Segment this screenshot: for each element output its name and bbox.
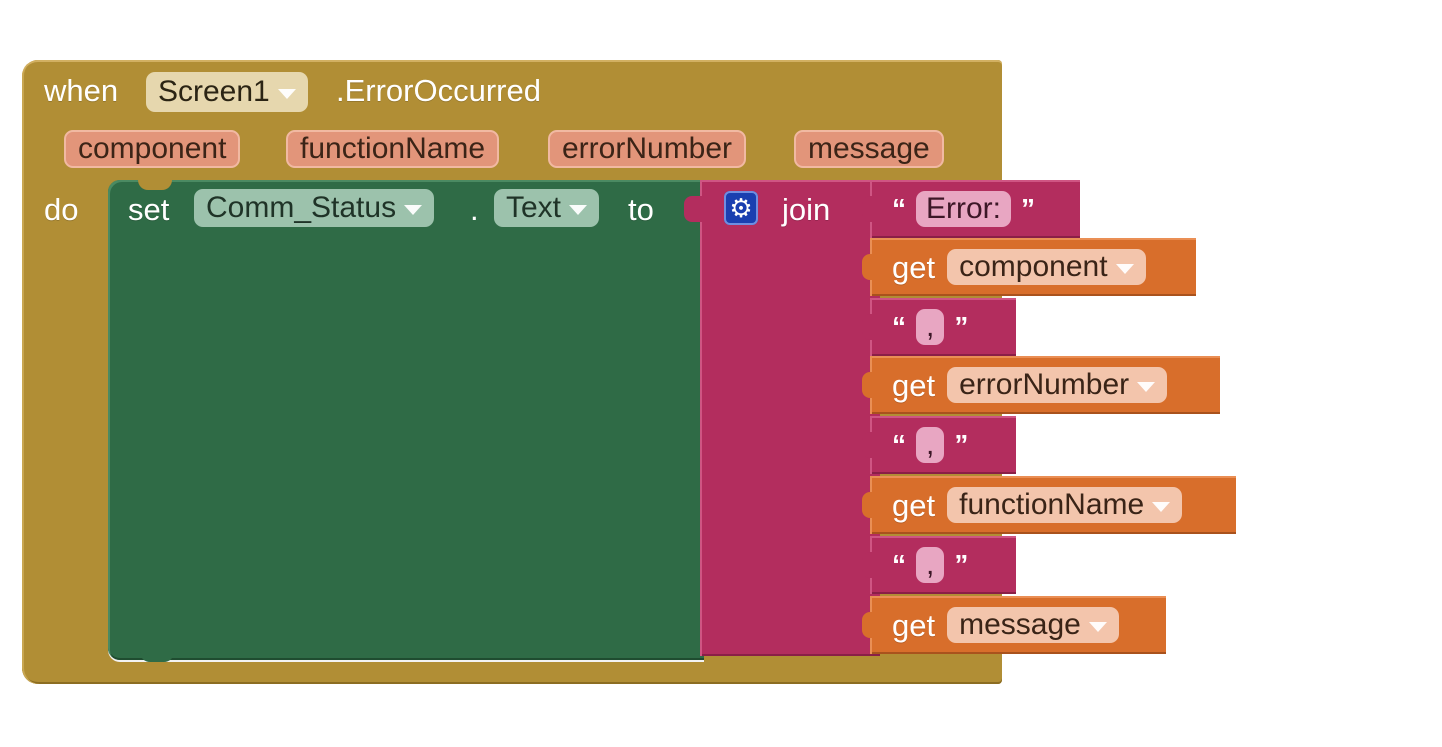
param-error-number[interactable]: errorNumber [548,130,747,168]
chevron-down-icon [404,205,423,215]
join-socket-tab [862,552,876,578]
chevron-down-icon [1088,622,1107,632]
close-quote: ” [954,429,969,460]
join-socket-tab [862,254,876,280]
property-dropdown[interactable]: Text [494,189,600,227]
set-label: set [128,192,170,227]
property-dropdown-value: Text [506,191,562,224]
join-block[interactable] [700,180,880,656]
join-label: join [782,192,831,227]
chevron-down-icon [1115,264,1134,274]
text-block-comma[interactable]: “ , ” [870,416,1016,474]
text-value[interactable]: Error: [916,191,1011,227]
variable-dropdown-message[interactable]: message [947,607,1119,643]
text-value[interactable]: , [916,309,945,345]
event-name: .ErrorOccurred [336,73,541,108]
open-quote: “ [892,429,906,460]
open-quote: “ [892,311,906,342]
get-block-function-name[interactable]: get functionName [870,476,1236,534]
close-quote: ” [954,311,969,342]
variable-dropdown-component[interactable]: component [947,249,1146,285]
join-socket-tab [862,612,876,638]
text-value[interactable]: , [916,427,945,463]
get-block-component[interactable]: get component [870,238,1196,296]
chevron-down-icon [277,89,296,99]
join-socket-tab [862,492,876,518]
open-quote: “ [892,193,906,224]
join-socket-tab [862,372,876,398]
component-dropdown[interactable]: Comm_Status [194,189,435,227]
close-quote: ” [954,549,969,580]
statement-notch [138,180,172,190]
set-property-block[interactable] [108,180,704,660]
variable-name: functionName [959,488,1145,521]
get-label: get [892,367,936,403]
variable-name: component [959,250,1108,283]
text-block-comma[interactable]: “ , ” [870,536,1016,594]
get-label: get [892,607,936,643]
variable-dropdown-error-number[interactable]: errorNumber [947,367,1168,403]
gear-icon[interactable]: ⚙ [724,191,758,225]
chevron-down-icon [569,205,588,215]
do-label: do [44,192,79,227]
to-label: to [628,192,654,227]
join-output-tab [684,196,702,222]
get-block-message[interactable]: get message [870,596,1166,654]
component-dropdown-value: Comm_Status [206,191,397,224]
variable-dropdown-function-name[interactable]: functionName [947,487,1183,523]
get-label: get [892,249,936,285]
join-socket-tab [862,314,876,340]
param-component[interactable]: component [64,130,241,168]
screen-dropdown-value: Screen1 [158,75,270,108]
chevron-down-icon [1152,502,1171,512]
text-block-error[interactable]: “ Error: ” [870,180,1080,238]
close-quote: ” [1021,193,1035,224]
param-function-name[interactable]: functionName [286,130,500,168]
when-label: when [44,73,119,108]
join-socket-tab [862,196,876,222]
dot-separator: . [470,192,479,227]
statement-tab [140,650,174,662]
get-block-error-number[interactable]: get errorNumber [870,356,1220,414]
text-block-comma[interactable]: “ , ” [870,298,1016,356]
open-quote: “ [892,549,906,580]
text-value[interactable]: , [916,547,945,583]
param-message[interactable]: message [794,130,944,168]
get-label: get [892,487,936,523]
variable-name: message [959,608,1081,641]
screen-dropdown[interactable]: Screen1 [146,72,308,112]
variable-name: errorNumber [959,368,1130,401]
join-socket-tab [862,432,876,458]
chevron-down-icon [1137,382,1156,392]
